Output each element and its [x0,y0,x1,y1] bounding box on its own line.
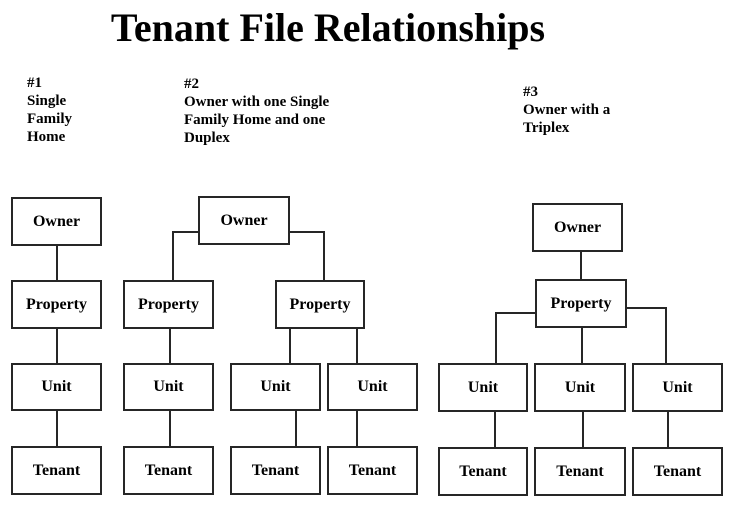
d3-unit2-box: Unit [534,363,626,412]
d3-tenant2-box: Tenant [534,447,626,496]
d2-tenant2-box: Tenant [230,446,321,495]
d1-tenant-box: Tenant [11,446,102,495]
d1-owner-box: Owner [11,197,102,246]
caption-line: Triplex [523,120,570,136]
d2-property2-unit2-connector [289,329,291,363]
d2-tenant1-box: Tenant [123,446,214,495]
d3-unit3-tenant-connector [667,412,669,447]
d3-unit1-tenant-connector [494,412,496,447]
d3-property-left-connector-v [495,312,497,363]
caption-line: Owner with one Single [184,94,330,110]
d3-owner-property-connector [580,252,582,279]
caption-line: #2 [184,76,199,92]
d2-owner-right-connector-v [323,231,325,280]
caption-line: Family Home and one [184,112,326,128]
d3-property-box: Property [535,279,627,328]
d2-unit3-tenant-connector [356,411,358,446]
d2-property2-box: Property [275,280,365,329]
d3-property-right-connector-v [665,307,667,363]
d2-unit1-tenant-connector [169,411,171,446]
d3-tenant3-box: Tenant [632,447,723,496]
d1-owner-property-connector [56,246,58,280]
scenario-1-caption: #1 Single Family Home [27,74,72,146]
caption-line: Duplex [184,130,230,146]
d2-unit1-box: Unit [123,363,214,411]
caption-line: #3 [523,84,538,100]
d1-property-box: Property [11,280,102,329]
d1-unit-box: Unit [11,363,102,411]
caption-line: Owner with a [523,102,611,118]
d2-property2-unit3-connector [356,329,358,363]
d2-tenant3-box: Tenant [327,446,418,495]
caption-line: #1 [27,75,42,91]
d2-owner-left-connector-h [172,231,198,233]
d1-property-unit-connector [56,329,58,363]
d2-unit3-box: Unit [327,363,418,411]
d2-property1-box: Property [123,280,214,329]
d2-owner-box: Owner [198,196,290,245]
d2-unit2-tenant-connector [295,411,297,446]
scenario-2-caption: #2 Owner with one Single Family Home and… [184,75,329,147]
d2-property1-unit-connector [169,329,171,363]
d3-property-left-connector-h [495,312,535,314]
d3-unit1-box: Unit [438,363,528,412]
d1-unit-tenant-connector [56,411,58,446]
scenario-3-caption: #3 Owner with a Triplex [523,83,610,137]
caption-line: Family [27,111,72,127]
d3-tenant1-box: Tenant [438,447,528,496]
caption-line: Home [27,129,66,145]
d3-unit3-box: Unit [632,363,723,412]
d2-owner-right-connector-h [290,231,323,233]
d3-owner-box: Owner [532,203,623,252]
d3-property-right-connector-h [627,307,667,309]
caption-line: Single [27,93,67,109]
page-title: Tenant File Relationships [110,5,546,50]
d3-property-unit2-connector [581,328,583,363]
d2-owner-left-connector-v [172,231,174,280]
d2-unit2-box: Unit [230,363,321,411]
d3-unit2-tenant-connector [582,412,584,447]
